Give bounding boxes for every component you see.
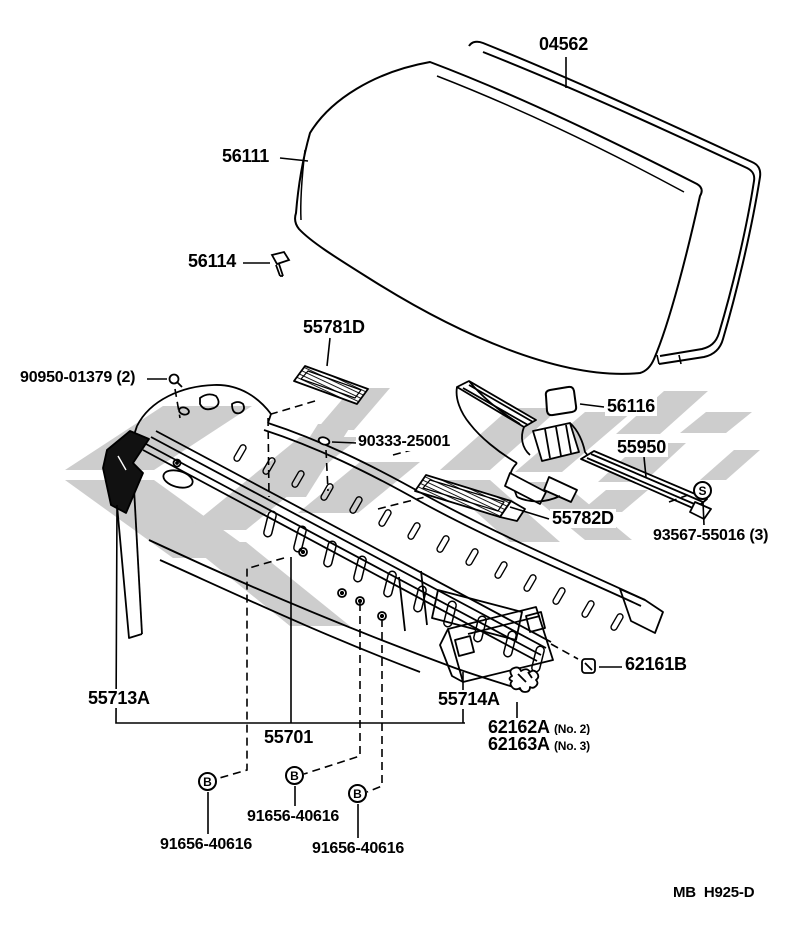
label-side-55714a: 55714A: [436, 689, 502, 709]
bolt-symbol-b2: B: [285, 766, 304, 785]
glass-dam-drawing: [544, 385, 578, 417]
label-screw-90950: 90950-01379 (2): [18, 369, 138, 387]
label-bracket-62162a-note: (No. 2): [554, 722, 590, 736]
vent-slot-row-upper: [233, 444, 624, 631]
label-bolt-91656-1: 91656-40616: [158, 836, 255, 854]
label-dam-56116: 56116: [605, 396, 658, 416]
label-side-55713a: 55713A: [86, 688, 152, 708]
label-bolt-91656-3: 91656-40616: [310, 840, 407, 858]
label-moulding-04562: 04562: [537, 34, 591, 54]
bracket-62162a-drawing: [508, 666, 540, 693]
label-glass-56111: 56111: [220, 146, 272, 166]
vent-duct-drawing: [455, 380, 590, 505]
windshield-glass-drawing: [294, 61, 703, 375]
assembly-dashed-lines: [174, 388, 689, 793]
background-watermark-logo: [65, 388, 760, 626]
cowl-louver-no1-drawing: [293, 365, 369, 405]
glass-spacer-drawing: [270, 250, 291, 277]
cowl-louver-side-drawing: [580, 450, 712, 520]
windshield-moulding-drawing: [468, 40, 762, 365]
label-bolt-91656-2: 91656-40616: [245, 808, 342, 826]
screw-symbol-s: S: [693, 481, 712, 500]
label-louver-55781d: 55781D: [301, 317, 367, 337]
label-louver-55782d: 55782D: [550, 508, 616, 528]
label-bracket-62163a: 62163A (No. 3): [486, 734, 592, 754]
label-screw-93567: 93567-55016 (3): [651, 527, 771, 545]
label-spacer-56114: 56114: [186, 251, 239, 271]
bolt-symbol-b3: B: [348, 784, 367, 803]
label-panel-55701: 55701: [262, 727, 316, 747]
label-bracket-62162a: 62162A (No. 2): [486, 717, 592, 737]
vent-slot-row-lower: [263, 510, 545, 673]
clip-90333-drawing: [317, 436, 331, 446]
label-duct-55950: 55950: [615, 437, 669, 457]
cowl-louver-no2-drawing: [414, 474, 526, 522]
leader-lines: [115, 57, 705, 838]
figure-code: MB H925-D: [673, 884, 755, 901]
screw-90950-drawing: [168, 373, 183, 388]
clip-62161b-drawing: [581, 658, 596, 674]
bolt-symbol-b1: B: [198, 772, 217, 791]
label-clip-90333: 90333-25001: [356, 433, 453, 451]
label-bracket-62163a-note: (No. 3): [554, 739, 590, 753]
label-clip-62161b: 62161B: [623, 654, 689, 674]
